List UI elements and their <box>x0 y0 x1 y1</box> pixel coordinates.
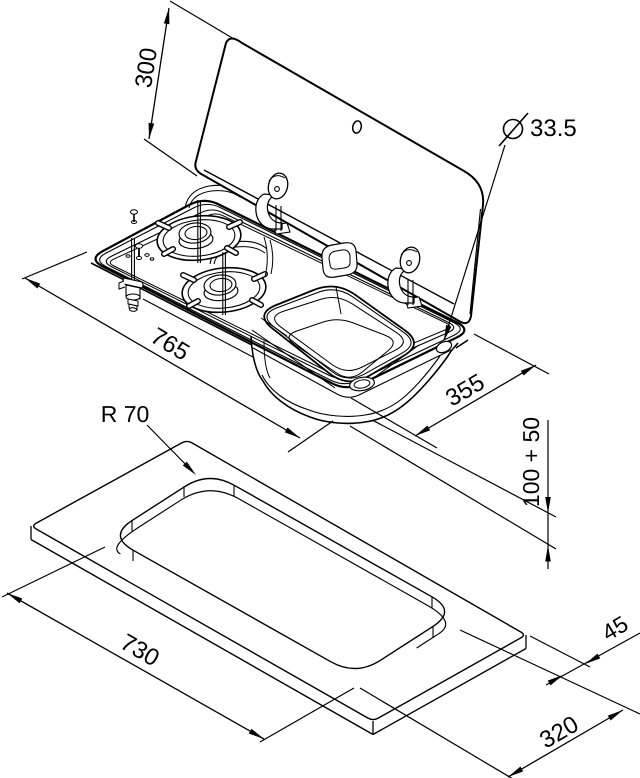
svg-text:33.5: 33.5 <box>530 115 577 142</box>
svg-text:R 70: R 70 <box>101 401 150 427</box>
svg-text:100 + 50: 100 + 50 <box>518 417 544 507</box>
svg-text:300: 300 <box>130 46 163 90</box>
